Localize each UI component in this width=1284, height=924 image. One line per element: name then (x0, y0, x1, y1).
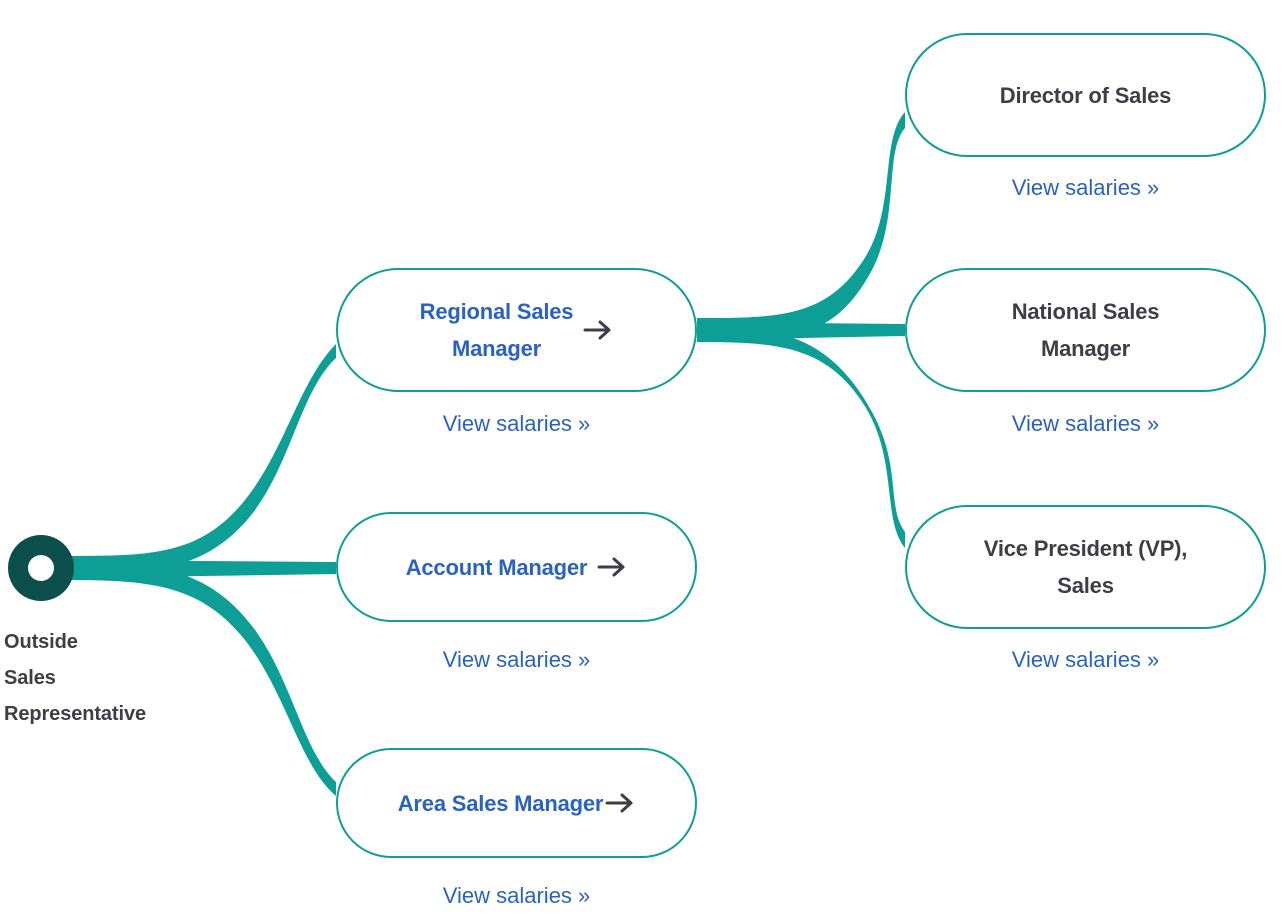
edge-regional-to-director (697, 112, 905, 339)
node-title-line-2: Manager (1040, 336, 1131, 361)
node-content: Area Sales Manager (338, 785, 695, 822)
node-area-sales-manager[interactable]: Area Sales Manager (336, 748, 697, 858)
node-title: Regional Sales Manager (420, 293, 574, 367)
arrow-right-icon (605, 791, 635, 815)
view-salaries-link-vice-president-sales[interactable]: View salaries » (1011, 647, 1160, 672)
root-label-line-1: Outside (4, 631, 78, 653)
edge-root-to-account (64, 560, 336, 578)
node-content: Account Manager (338, 549, 695, 586)
arrow-right-icon (583, 318, 613, 342)
node-title-line-2: Manager (451, 336, 542, 361)
node-title-line-1: Regional Sales (419, 299, 574, 324)
node-title-line-1: Director of Sales (999, 82, 1172, 108)
edge-root-to-regional (64, 344, 336, 574)
node-title-line-2: Sales (1057, 573, 1114, 598)
edge-regional-to-national (697, 322, 905, 340)
view-salaries-link-regional-sales-manager[interactable]: View salaries » (442, 411, 591, 436)
root-node-label: Outside Sales Representative (4, 624, 304, 732)
node-title: Area Sales Manager (398, 785, 604, 822)
node-content: National Sales Manager (907, 293, 1264, 367)
view-salaries-link-account-manager[interactable]: View salaries » (442, 647, 591, 672)
root-label-line-3: Representative (4, 703, 146, 725)
node-regional-sales-manager[interactable]: Regional Sales Manager (336, 268, 697, 392)
view-salaries-link-national-sales-manager[interactable]: View salaries » (1011, 411, 1160, 436)
edge-regional-to-vp (697, 326, 905, 548)
node-title-line-1: National Sales (1011, 299, 1160, 324)
node-title: Vice President (VP), Sales (983, 530, 1188, 604)
node-account-manager[interactable]: Account Manager (336, 512, 697, 622)
node-content: Director of Sales (907, 77, 1264, 114)
node-vice-president-sales[interactable]: Vice President (VP), Sales (905, 505, 1266, 629)
node-director-of-sales[interactable]: Director of Sales (905, 33, 1266, 157)
view-salaries-link-director-of-sales[interactable]: View salaries » (1011, 175, 1160, 200)
root-node-outside-sales-representative[interactable] (8, 535, 74, 601)
node-title-line-1: Account Manager (405, 554, 588, 580)
node-content: Vice President (VP), Sales (907, 530, 1264, 604)
arrow-right-icon (597, 555, 627, 579)
node-title-line-1: Area Sales Manager (397, 790, 604, 816)
node-title: Account Manager (406, 549, 588, 586)
node-title: Director of Sales (999, 77, 1172, 114)
node-national-sales-manager[interactable]: National Sales Manager (905, 268, 1266, 392)
node-title: National Sales Manager (1012, 293, 1160, 367)
node-title-line-1: Vice President (VP), (983, 536, 1188, 561)
root-label-line-2: Sales (4, 667, 56, 689)
root-node-hole (28, 555, 54, 581)
view-salaries-link-area-sales-manager[interactable]: View salaries » (442, 883, 591, 908)
node-content: Regional Sales Manager (338, 293, 695, 367)
